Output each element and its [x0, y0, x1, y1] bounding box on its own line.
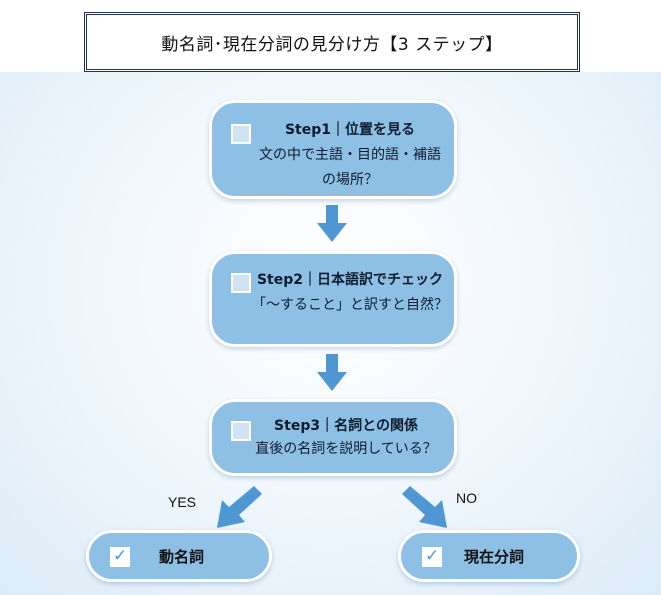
step-2-heading: Step2｜日本語訳でチェック — [256, 272, 444, 288]
step-2-line-1: 「～すること」と訳すと自然？ — [252, 297, 448, 313]
result-gerund-box: ✓ 動名詞 — [86, 530, 272, 582]
down-arrow-icon — [317, 205, 347, 242]
step-3-heading: Step3｜名詞との関係 — [274, 418, 418, 434]
check-icon: ✓ — [113, 546, 128, 566]
step-3-box: Step3｜名詞との関係 直後の名詞を説明している？ — [209, 399, 457, 476]
step-1-checkbox[interactable] — [231, 124, 251, 144]
result-participle-box: ✓ 現在分詞 — [398, 530, 580, 582]
yes-arrow-icon — [217, 486, 262, 528]
result-gerund-label: 動名詞 — [159, 548, 205, 566]
no-label: NO — [456, 490, 477, 506]
step-1-heading: Step1｜位置を見る — [284, 122, 416, 138]
step-1-text: Step1｜位置を見る 文の中で主語・目的語・補語 の場所？ — [212, 118, 454, 193]
step-1-box: Step1｜位置を見る 文の中で主語・目的語・補語 の場所？ — [209, 100, 457, 199]
result-gerund-checkbox[interactable]: ✓ — [110, 546, 130, 567]
result-participle-checkbox[interactable]: ✓ — [422, 546, 442, 567]
step-3-line-1: 直後の名詞を説明している？ — [255, 441, 437, 457]
step-2-checkbox[interactable] — [231, 273, 251, 293]
step-1-line-2: の場所？ — [322, 172, 378, 188]
yes-label: YES — [168, 494, 197, 510]
diagram-title: 動名詞･現在分詞の見分け方【3 ステップ】 — [161, 34, 503, 55]
step-3-text: Step3｜名詞との関係 直後の名詞を説明している？ — [212, 415, 454, 461]
down-arrow-icon — [317, 354, 347, 391]
check-icon: ✓ — [425, 546, 440, 566]
step-3-checkbox[interactable] — [231, 421, 251, 441]
no-arrow-icon — [402, 486, 447, 528]
step-2-text: Step2｜日本語訳でチェック 「～すること」と訳すと自然？ — [212, 268, 454, 318]
title-box: 動名詞･現在分詞の見分け方【3 ステップ】 — [84, 12, 580, 72]
step-2-box: Step2｜日本語訳でチェック 「～すること」と訳すと自然？ — [209, 251, 457, 347]
step-1-line-1: 文の中で主語・目的語・補語 — [259, 147, 441, 163]
result-participle-label: 現在分詞 — [464, 548, 525, 566]
